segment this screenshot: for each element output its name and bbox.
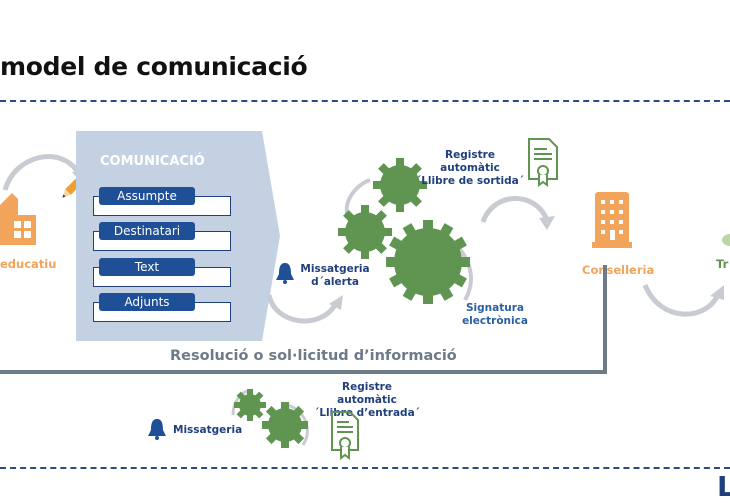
- bell-icon: [276, 263, 294, 284]
- register-out-line2: ´Llibre de sortida´: [415, 175, 524, 187]
- communication-panel-arrow: [262, 131, 280, 341]
- office-building-icon: [592, 192, 632, 248]
- school-building-icon: [0, 193, 36, 245]
- certificate-icon: [331, 411, 359, 460]
- register-in-line1: Registre automàtic: [337, 381, 397, 406]
- partial-right-label: Tr: [716, 257, 729, 271]
- gears-cluster: [338, 158, 473, 304]
- gear-icon-medium: [262, 402, 308, 448]
- bottom-messaging-label: Missatgeria: [173, 424, 243, 436]
- gear-icon-top: [373, 158, 427, 212]
- conselleria-label: Conselleria: [582, 263, 655, 277]
- register-cycle-arrow-icon: [480, 196, 555, 230]
- return-path-frame: [0, 265, 607, 374]
- bottom-gears: [231, 389, 309, 448]
- communication-panel-title: COMUNICACIÓ: [100, 154, 205, 169]
- attachments-label: Adjunts: [99, 293, 195, 311]
- signature-label: Signatura electrònica: [462, 302, 528, 327]
- certificate-icon: [528, 138, 558, 187]
- register-in-line2: ´Llibre d’entrada´: [314, 407, 420, 419]
- alert-label-line2: d´alerta: [311, 276, 359, 288]
- gear-icon-left: [338, 205, 392, 259]
- conselleria-cycle-arrow-icon: [642, 283, 724, 317]
- partial-right-icon: [722, 234, 730, 246]
- gear-icon-large: [386, 220, 470, 304]
- alert-cycle-arrow-icon: [266, 294, 343, 324]
- register-out-label: Registre automàtic ´Llibre de sortida´: [415, 149, 525, 188]
- page-title: model de comunicació: [0, 52, 308, 81]
- register-out-line1: Registre automàtic: [440, 149, 500, 174]
- alert-label-line1: Missatgeria: [300, 263, 370, 275]
- recipient-label: Destinatari: [99, 222, 195, 240]
- top-divider: [0, 100, 730, 102]
- subject-label: Assumpte: [99, 187, 195, 205]
- bell-icon: [148, 419, 166, 440]
- text-label: Text: [99, 258, 195, 276]
- gear-icon-small: [234, 389, 266, 421]
- alert-label: Missatgeria d´alerta: [300, 263, 370, 289]
- register-in-label: Registre automàtic ´Llibre d’entrada´: [312, 381, 422, 420]
- return-path-label: Resolució o sol·licitud d’informació: [170, 348, 457, 364]
- left-node-label: educatiu: [0, 257, 57, 271]
- corner-logo: L: [717, 470, 730, 503]
- bottom-divider: [0, 467, 730, 469]
